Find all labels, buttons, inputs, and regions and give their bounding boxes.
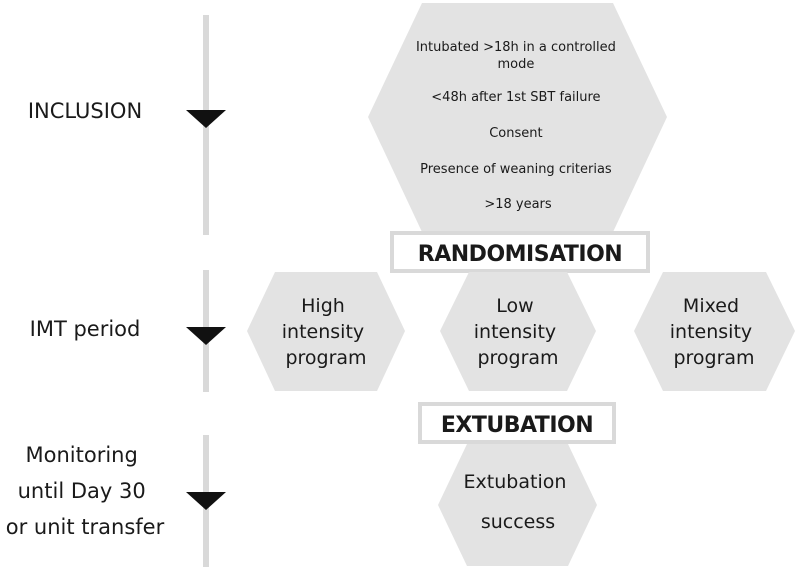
timeline-arrow-inclusion-icon — [186, 110, 226, 128]
inclusion-criteria-hexagon — [368, 3, 667, 232]
randomisation-box — [390, 231, 650, 273]
mixed-intensity-program-hexagon — [634, 272, 795, 391]
extubation-success-label: Extubation success — [464, 471, 573, 533]
timeline-arrow-monitoring-icon — [186, 492, 226, 510]
high-intensity-program-label: High intensity program — [282, 295, 370, 369]
mixed-intensity-program-label: Mixed intensity program — [670, 295, 758, 369]
phase-label-monitoring: Monitoring until Day 30 or unit transfer — [6, 443, 165, 539]
extubation-label: EXTUBATION — [441, 413, 593, 438]
extubation-success-hexagon — [438, 444, 597, 566]
extubation-box — [418, 402, 616, 444]
low-intensity-program-hexagon — [440, 272, 596, 391]
inclusion-criteria-list: Intubated >18h in a controlled mode <48h… — [416, 40, 620, 212]
phase-label-inclusion: INCLUSION — [28, 99, 142, 123]
phase-label-imt: IMT period — [30, 317, 141, 341]
randomisation-label: RANDOMISATION — [418, 242, 622, 267]
low-intensity-program-label: Low intensity program — [474, 295, 562, 369]
timeline-arrow-imt-icon — [186, 327, 226, 345]
high-intensity-program-hexagon — [247, 272, 405, 391]
